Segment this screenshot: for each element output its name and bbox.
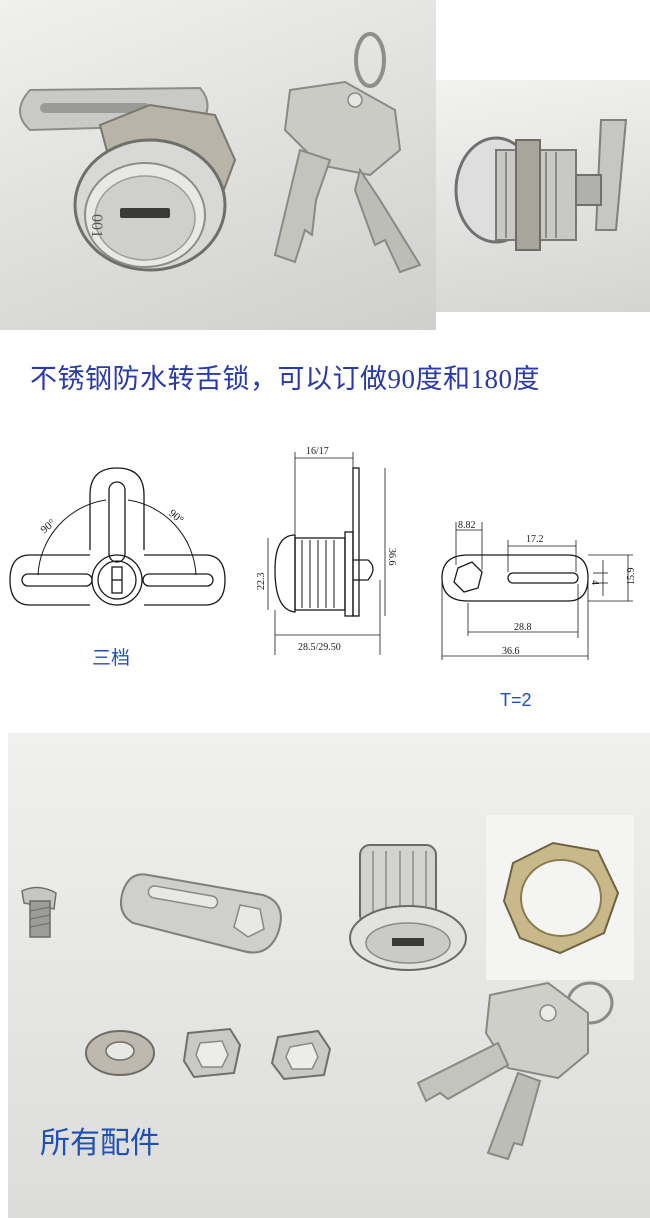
- dim-slot: 17.2: [526, 534, 544, 545]
- nut-inset: [486, 815, 634, 980]
- front-view-svg: 90° 90°: [9, 467, 226, 606]
- product-photo-accessories: [8, 733, 650, 1218]
- screw: [21, 886, 57, 938]
- lock-cylinder-part: [349, 844, 467, 971]
- dim-plate-height: 15.9: [626, 568, 637, 586]
- dim-slot-width: 4: [589, 580, 600, 585]
- headline-text: 不锈钢防水转舌锁，可以订做90度和180度: [30, 364, 540, 394]
- washer-part: [85, 1030, 155, 1076]
- side-view-svg: 16/17 36.6 22.3 28.5/29.50: [256, 446, 397, 655]
- cam-plate-thickness: T=2: [500, 690, 532, 710]
- keys-part: [416, 981, 614, 1161]
- accessories-caption: 所有配件: [40, 1126, 160, 1161]
- drawing-front-view: 90° 90°: [0, 440, 230, 680]
- accessories-illustration: [21, 815, 634, 1161]
- cam-plate-part: [120, 873, 282, 954]
- lock-and-keys-illustration: 001: [19, 32, 422, 274]
- product-photo-lock-and-keys: 001: [0, 0, 436, 330]
- dim-length: 28.5/29.50: [298, 642, 341, 653]
- stop-washer-2: [270, 1029, 332, 1081]
- product-photo-side-view: [436, 80, 650, 312]
- dim-mid: 28.8: [514, 622, 532, 633]
- drawing-cam-plate: 8.82 17.2 4 15.9 28.8 36.6: [428, 510, 650, 670]
- angle-right-label: 90°: [166, 507, 186, 526]
- cam-plate-svg: 8.82 17.2 4 15.9 28.8 36.6: [441, 520, 637, 660]
- dim-hole: 8.82: [458, 520, 476, 531]
- angle-left-label: 90°: [38, 517, 58, 536]
- dim-body: 22.3: [256, 573, 267, 591]
- dim-top: 16/17: [306, 446, 329, 457]
- stop-washer-1: [182, 1027, 242, 1079]
- lock-engraving: 001: [88, 214, 105, 238]
- dim-total: 36.6: [502, 646, 520, 657]
- lock-side-illustration: [454, 119, 628, 251]
- front-view-caption: 三档: [92, 647, 131, 669]
- drawing-side-view: 16/17 36.6 22.3 28.5/29.50: [250, 440, 410, 670]
- dim-height: 36.6: [386, 548, 397, 566]
